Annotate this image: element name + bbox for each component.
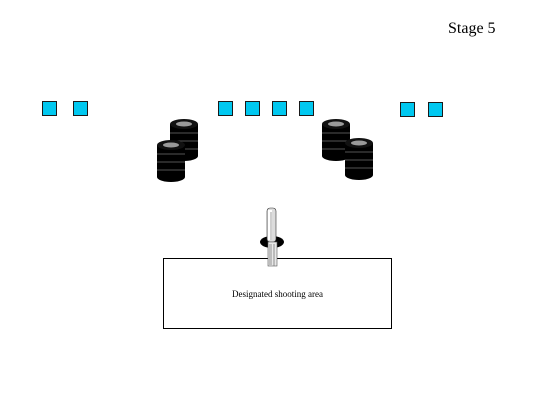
target-square-icon bbox=[218, 101, 233, 116]
target-square-icon bbox=[400, 102, 415, 117]
stage-title: Stage 5 bbox=[448, 20, 496, 37]
target-square-icon bbox=[299, 101, 314, 116]
shooter-icon bbox=[260, 207, 284, 267]
target-square-icon bbox=[73, 101, 88, 116]
target-square-icon bbox=[272, 101, 287, 116]
tire-icon bbox=[344, 137, 374, 181]
tire-icon bbox=[156, 139, 186, 183]
shooting-area-label: Designated shooting area bbox=[232, 289, 323, 299]
target-square-icon bbox=[245, 101, 260, 116]
target-square-icon bbox=[42, 101, 57, 116]
right-tire-stack bbox=[321, 118, 374, 181]
left-tire-stack bbox=[156, 118, 199, 183]
target-square-icon bbox=[428, 102, 443, 117]
designated-shooting-area: Designated shooting area bbox=[163, 258, 392, 329]
